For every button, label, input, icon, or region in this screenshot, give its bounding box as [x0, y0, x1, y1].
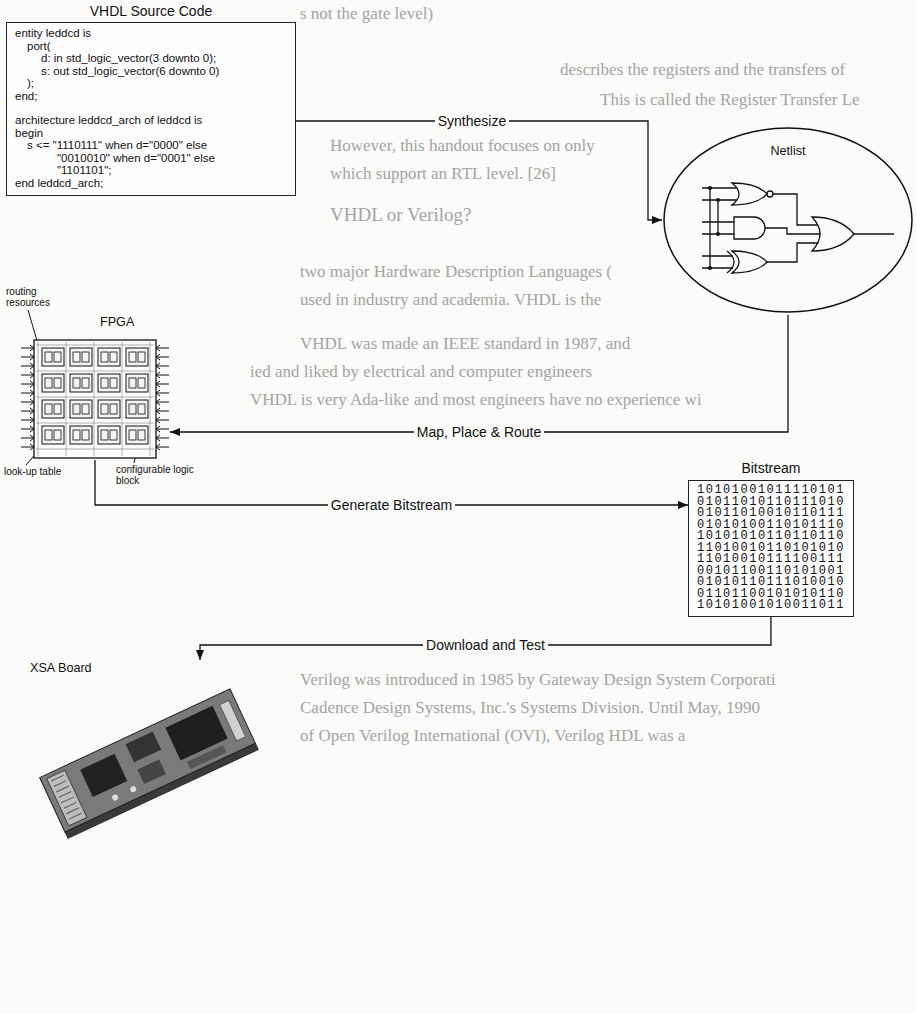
- background-text: used in industry and academia. VHDL is t…: [300, 290, 601, 310]
- connector-line: [200, 617, 771, 661]
- connector-arrow: [196, 617, 771, 661]
- bit-row: 00101100110101001: [697, 566, 845, 578]
- background-heading: VHDL or Verilog?: [330, 204, 471, 226]
- connector-line: [170, 315, 788, 432]
- bit-row: 01011010110111010: [697, 497, 845, 509]
- connector-arrow: [170, 315, 788, 436]
- connector-label: Download and Test: [423, 637, 548, 654]
- arrow-head: [678, 501, 688, 509]
- connector-label: Generate Bitstream: [328, 497, 455, 514]
- background-text: This is called the Register Transfer Le: [600, 90, 860, 110]
- connector-label: Map, Place & Route: [414, 424, 545, 441]
- xsa-board-picture: [30, 660, 280, 855]
- code-line: end;: [15, 90, 287, 103]
- box-heading: Bitstream: [688, 460, 854, 477]
- code-line: d: in std_logic_vector(3 downto 0);: [15, 52, 287, 65]
- code-line: );: [15, 77, 287, 90]
- connector-label: Synthesize: [435, 113, 509, 130]
- background-text: VHDL was made an IEEE standard in 1987, …: [300, 334, 630, 354]
- code-panel: entity leddcd isport(d: in std_logic_vec…: [6, 22, 296, 196]
- callout-label: routing resources: [6, 286, 68, 308]
- code-line: s <= "1110111" when d="0000" else: [15, 139, 287, 152]
- code-line: port(: [15, 40, 287, 53]
- bit-row: 01010110111010010: [697, 577, 845, 589]
- fpga-chip: FPGA: [20, 312, 170, 460]
- leader-line: [28, 310, 38, 344]
- shape-label: XSA Board: [30, 660, 280, 677]
- box-heading: VHDL Source Code: [6, 3, 296, 20]
- bit-row: 10101001011110101: [697, 485, 845, 497]
- code-line: "0010010" when d="0001" else: [15, 152, 287, 165]
- bit-panel: 1010100101111010101011010110111010010110…: [688, 480, 854, 617]
- bit-row: 11010010111100111: [697, 554, 845, 566]
- background-text: Cadence Design Systems, Inc.'s Systems D…: [300, 698, 760, 718]
- fpga-chip: [20, 312, 170, 460]
- callout-label: configurable logic block: [116, 464, 200, 486]
- bit-row: 01101100101010110: [697, 589, 845, 601]
- code-line: end leddcd_arch;: [15, 177, 287, 190]
- bit-row: 01010100110101110: [697, 520, 845, 532]
- shape-label: Netlist: [662, 125, 914, 160]
- background-text: describes the registers and the transfer…: [560, 60, 845, 80]
- netlist-ellipse: Netlist: [662, 125, 914, 315]
- code-line: begin: [15, 127, 287, 140]
- background-text: Verilog was introduced in 1985 by Gatewa…: [300, 670, 775, 690]
- shape-label: FPGA: [20, 312, 170, 331]
- code-line: s: out std_logic_vector(6 downto 0): [15, 65, 287, 78]
- arrow-head: [196, 650, 204, 660]
- bitstream-box: Bitstream 1010100101111010101011010110111…: [688, 460, 854, 617]
- code-line: entity leddcd is: [15, 27, 287, 40]
- background-text: of Open Verilog International (OVI), Ver…: [300, 726, 685, 746]
- bit-row: 10101010110110110: [697, 531, 845, 543]
- callout-label: look-up table: [4, 466, 61, 477]
- background-text: two major Hardware Description Languages…: [300, 262, 612, 282]
- bit-row: 11010010110101010: [697, 543, 845, 555]
- bit-row: 10101001010011011: [697, 600, 845, 612]
- xsa-board: XSA Board: [30, 660, 280, 855]
- background-text: which support an RTL level. [26]: [330, 164, 556, 184]
- code-line: "1101101";: [15, 164, 287, 177]
- arrow-head: [170, 428, 180, 436]
- background-text: VHDL is very Ada-like and most engineers…: [250, 390, 702, 410]
- background-text: However, this handout focuses on only: [330, 136, 595, 156]
- source-code-box: VHDL Source Code entity leddcd isport(d: …: [6, 3, 296, 196]
- code-line: architecture leddcd_arch of leddcd is: [15, 114, 287, 127]
- background-text: s not the gate level): [300, 4, 433, 24]
- arrow-head: [652, 216, 662, 224]
- background-text: ied and liked by electrical and computer…: [250, 362, 592, 382]
- bit-row: 01011010010110111: [697, 508, 845, 520]
